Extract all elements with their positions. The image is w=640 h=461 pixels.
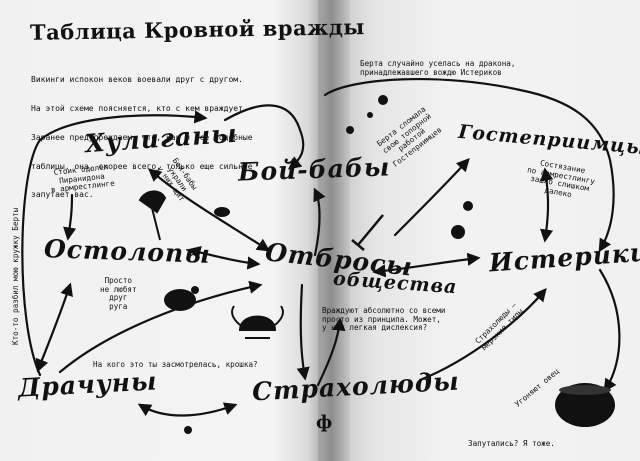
- cauldron-icon: [555, 383, 615, 427]
- side-note: Кто-то разбил мою кружку Берты: [11, 207, 20, 345]
- arrow-hooligans-outcasts: [147, 168, 271, 252]
- arrow-scaredies-left: [316, 317, 346, 387]
- arrow-outcasts-hospitables: [393, 158, 470, 237]
- arrow-ostolops-brawlers: [35, 282, 73, 373]
- intro-line: Заранее предупреждаем, что, как и все по…: [31, 132, 253, 142]
- arrow-outcasts-hysterics: [372, 252, 481, 278]
- arrow-hosp-hysterics: [540, 167, 554, 243]
- clan-warriors: Бой-бабы: [237, 152, 391, 187]
- arrow-outcasts-scaredies: [296, 283, 310, 381]
- note-staring: На кого это ты засмотрелась, крошка?: [93, 360, 258, 369]
- arrow-stoick: [63, 193, 77, 241]
- dagger-icon: [351, 214, 384, 251]
- svg-text:ф: ф: [316, 412, 332, 433]
- arrow-ostolops-outcasts: [187, 246, 261, 270]
- intro-line: На этой схеме поясняется, кто с кем враж…: [31, 103, 248, 113]
- intro-line: таблицы, она, скорее всего, только еще с…: [31, 161, 253, 171]
- note-top-right: Берта случайно уселась на дракона, прина…: [360, 59, 516, 77]
- book-gutter: [308, 0, 350, 461]
- intro-line: Викинги испокон веков воевали друг с дру…: [31, 75, 243, 85]
- intro-text: Викинги испокон веков воевали друг с дру…: [31, 56, 253, 210]
- arrow-outer-left: [21, 110, 208, 377]
- note-dislike: Просто не любят друг руга: [100, 276, 137, 311]
- note-confused: Запутались? Я тоже.: [468, 439, 555, 448]
- arrow-scaredies-hysterics: [418, 287, 547, 382]
- note-hate: Враждуют абсолютно со всеми просто из пр…: [322, 306, 446, 333]
- arrow-top-loop: [223, 104, 305, 170]
- axe-icon: [138, 190, 167, 241]
- arrow-outcasts-warriors: [313, 187, 326, 257]
- arrow-top-right: [323, 77, 615, 253]
- arrow-right-loop: [598, 268, 621, 393]
- arrow-brawlers-scaredies: [137, 402, 238, 417]
- viking-helmet-icon: [231, 305, 284, 339]
- arrow-brawlers-outcasts: [58, 280, 263, 374]
- intro-line: запутает вас.: [31, 190, 94, 200]
- ink-blot-icon: [164, 95, 473, 434]
- clan-ostolops: Остолопы: [43, 234, 212, 269]
